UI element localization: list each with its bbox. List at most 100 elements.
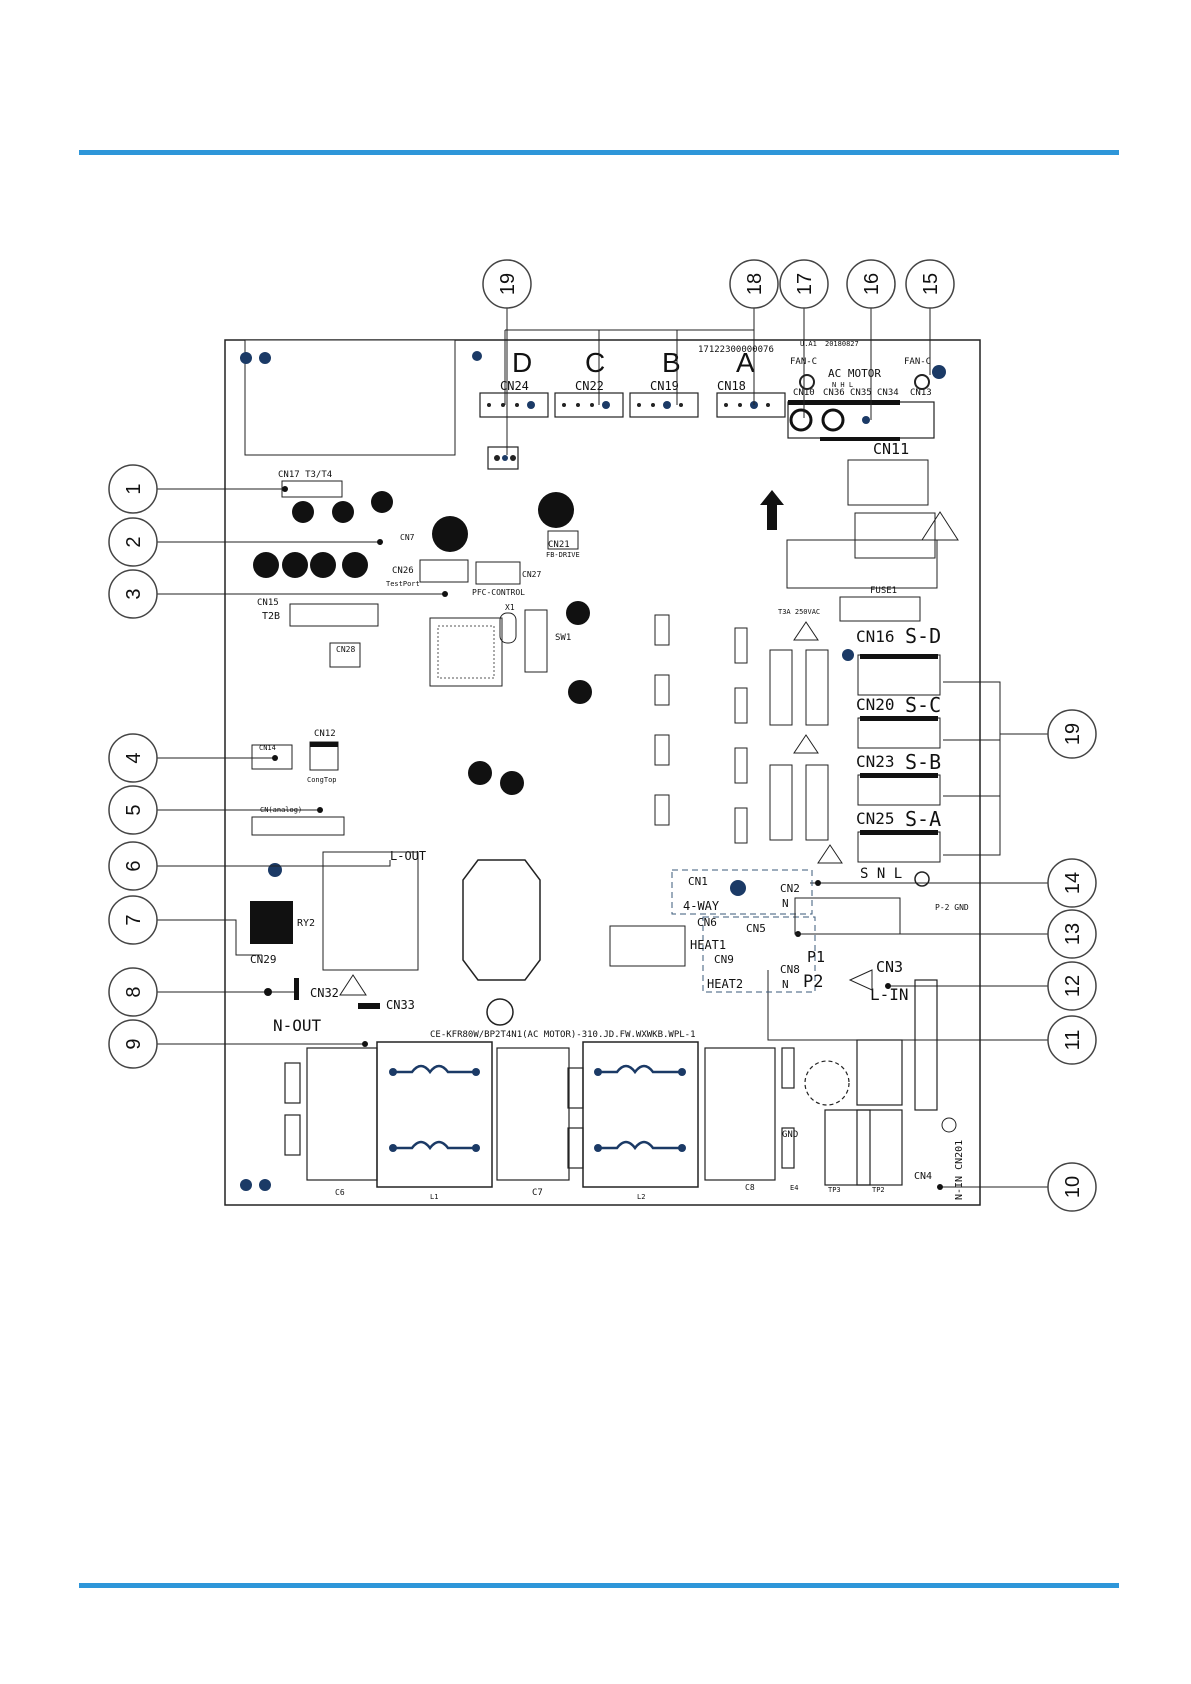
l1-label: L1 [430, 1193, 438, 1201]
sw1-switch [524, 609, 548, 673]
cn13-label: CN13 [910, 388, 932, 398]
cn24-label: CN24 [500, 379, 529, 393]
n-in-label: N-IN CN201 [954, 1140, 965, 1200]
fuse1-label: FUSE1 [870, 586, 897, 596]
cn18-label: CN18 [717, 379, 746, 393]
inductor-dots [389, 1068, 686, 1152]
ic-column [654, 614, 829, 844]
fan-c-ring [799, 374, 815, 390]
callout-11: 11 [1062, 1030, 1084, 1051]
callout-leaders [157, 308, 1048, 1188]
cn8-n-label: N [782, 978, 789, 991]
cn25-label: CN25 [856, 809, 895, 828]
cn6-label: CN6 [697, 916, 717, 929]
callout-2: 2 [123, 536, 145, 547]
cn17-connector [281, 480, 343, 498]
channel-a-label: A [736, 347, 755, 378]
cn2-n-label: N [782, 897, 789, 910]
warning-triangle-mid2-icon [793, 734, 819, 754]
inductor-coils [393, 1064, 682, 1151]
cn12-top [310, 742, 338, 747]
tp2-label: TP2 [872, 1186, 885, 1194]
x1-label: X1 [505, 603, 515, 612]
bottom-blue-rule [79, 1583, 1119, 1588]
cn26-connector [419, 559, 469, 583]
callout-13: 13 [1062, 923, 1084, 945]
l-in-label: L-IN [870, 985, 909, 1004]
4-way-label: 4-WAY [683, 899, 720, 913]
fan-c2-ring [914, 374, 930, 390]
pcb-board-outline [224, 339, 981, 1206]
callout-1: 1 [123, 483, 145, 494]
t2b-label: T2B [262, 611, 280, 622]
p2-gnd-ring [914, 871, 930, 887]
s-c-label: S-C [905, 693, 941, 717]
s-a-label: S-A [905, 807, 941, 831]
tp3-label: TP3 [828, 1186, 841, 1194]
cn4-label: CN4 [914, 1171, 932, 1182]
c6-label: C6 [335, 1188, 345, 1197]
cn36-label: CN36 [823, 388, 845, 398]
channel-d-label: D [512, 347, 532, 378]
fb-drive-label: FB-DRIVE [546, 551, 580, 559]
varistor-octagon [462, 859, 541, 981]
callout-12: 12 [1062, 975, 1084, 997]
cn25-bar [860, 830, 938, 835]
warning-triangle-mid-icon [793, 621, 819, 641]
s-d-label: S-D [905, 624, 941, 648]
l2-label: L2 [637, 1193, 645, 1201]
cn3-label: CN3 [876, 958, 903, 976]
cn23-label: CN23 [856, 752, 895, 771]
cn21-connector [547, 530, 579, 550]
p1-label: P1 [807, 948, 825, 966]
cn35-label: CN35 [850, 388, 872, 398]
model-line: CE-KFR80W/BP2T4N1(AC MOTOR)-310.JD.FW.WX… [430, 1030, 696, 1040]
cn23-bar [860, 773, 938, 778]
cn-analog-label: CN(analog) [260, 806, 302, 814]
motor-pins-label: N H L [832, 381, 853, 389]
up-arrow-icon [760, 490, 784, 530]
buzzer [486, 998, 514, 1026]
callout-18: 18 [744, 273, 766, 295]
cn21-label: CN21 [548, 540, 570, 550]
congtop-label: CongTop [307, 776, 337, 784]
warning-triangle-cn32-icon [339, 974, 367, 996]
signal-connectors [479, 392, 786, 470]
heat1-label: HEAT1 [690, 938, 726, 952]
pfc-control-label: PFC-CONTROL [472, 588, 525, 597]
relay-group-dashed-2 [702, 916, 816, 993]
analog-connector [251, 816, 345, 836]
cn16-bar [860, 654, 938, 659]
cn15-label: CN15 [257, 598, 279, 608]
cn7-label: CN7 [400, 533, 415, 542]
callout-3: 3 [123, 588, 145, 599]
cn27-label: CN27 [522, 570, 541, 579]
cn2-terminal [794, 897, 901, 935]
cn14-label: CN14 [259, 744, 276, 752]
power-section [284, 979, 938, 1188]
fuse-rating-label: T3A 250VAC [778, 608, 820, 616]
cn1-label: CN1 [688, 875, 708, 888]
heater-relay [609, 925, 686, 967]
callout-4: 4 [123, 752, 145, 763]
cn15-connector [289, 603, 379, 627]
x1-crystal [499, 612, 517, 644]
ac-motor-bar [788, 400, 900, 405]
cn5-label: CN5 [746, 922, 766, 935]
cn9-label: CN9 [714, 953, 734, 966]
callout-15: 15 [920, 273, 942, 295]
channel-b-label: B [662, 347, 681, 378]
warning-triangle-icon [921, 511, 959, 541]
callout-leader-dots [264, 486, 943, 1190]
s-b-label: S-B [905, 750, 941, 774]
cn22-label: CN22 [575, 379, 604, 393]
warning-triangle-mid3-icon [817, 844, 843, 864]
relay-group-dashed [671, 869, 813, 915]
ry2-block [250, 901, 293, 944]
cn27-connector [475, 561, 521, 585]
cn32-label: CN32 [310, 986, 339, 1000]
fuse1 [839, 596, 921, 622]
capacitors-cluster [253, 491, 592, 795]
heat2-label: HEAT2 [707, 977, 743, 991]
p2-label: P2 [803, 972, 823, 992]
